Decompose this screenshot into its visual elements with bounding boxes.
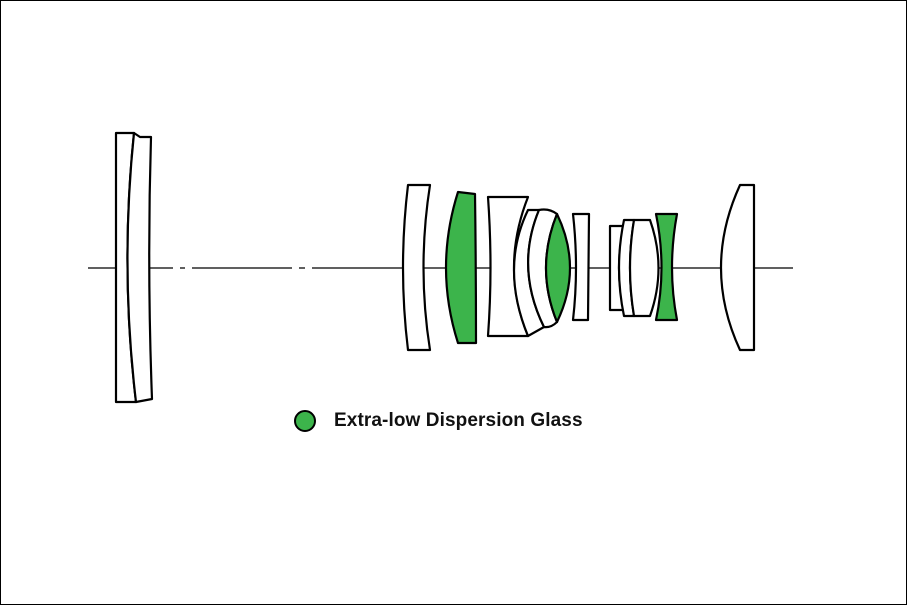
lens-element-12 — [628, 218, 660, 318]
lens-element-14 — [719, 183, 756, 352]
lens-element-8-ed-glass — [544, 212, 571, 324]
legend-label: Extra-low Dispersion Glass — [334, 410, 583, 431]
lens-element-2 — [126, 131, 154, 404]
lens-element-3 — [401, 183, 432, 352]
lens-element-13-ed-glass — [654, 212, 679, 322]
legend: Extra-low Dispersion Glass — [294, 410, 583, 432]
lens-element-4-ed-glass — [444, 190, 478, 345]
lens-element-9 — [571, 212, 591, 322]
ed-glass-swatch — [294, 410, 316, 432]
